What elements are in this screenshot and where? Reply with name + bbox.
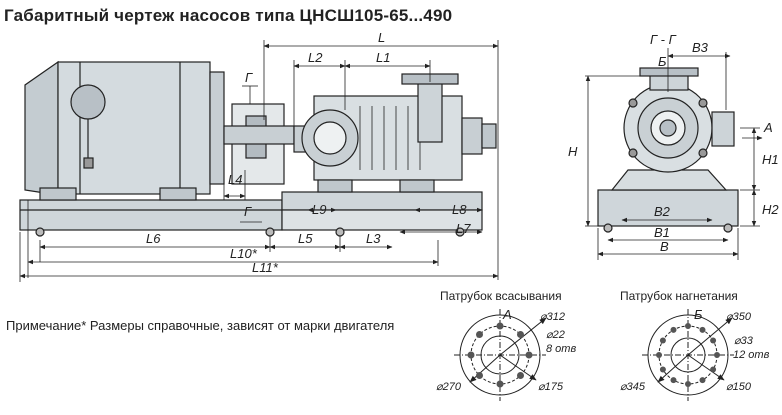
flange-discharge-holes: 12 отв	[733, 349, 770, 361]
flange-suction-d-outer: ⌀312	[540, 311, 565, 323]
view-mark-a: A	[763, 120, 773, 135]
flange-suction-d-hole: ⌀22	[546, 329, 565, 341]
flange-discharge: Патрубок нагнетания Б ⌀350 ⌀33 12 отв ⌀3…	[620, 289, 770, 401]
dim-L2: L2	[308, 50, 323, 65]
dim-L10: L10*	[230, 246, 258, 261]
discharge-pipe	[417, 81, 443, 143]
flange-discharge-d-bolt: ⌀345	[620, 381, 646, 393]
dim-H2: H2	[762, 202, 779, 217]
dim-L8: L8	[452, 202, 467, 217]
dim-L9: L9	[312, 202, 326, 217]
dim-L1: L1	[376, 50, 390, 65]
flange-discharge-d-outer: ⌀350	[726, 311, 752, 323]
flange-suction-title: Патрубок всасывания	[440, 289, 562, 303]
flange-suction-d-bolt: ⌀270	[436, 381, 462, 393]
dim-L11: L11*	[252, 260, 279, 275]
drawing-title: Габаритный чертеж насосов типа ЦНСШ105-6…	[4, 6, 453, 25]
view-mark-b: Б	[658, 54, 667, 69]
dim-B1: B1	[654, 225, 670, 240]
flange-suction-holes: 8 отв	[546, 343, 576, 355]
dim-L3: L3	[366, 231, 381, 246]
dim-B2: B2	[654, 204, 671, 219]
pump-bearing-right	[481, 123, 497, 149]
footnote: Примечание* Размеры справочные, зависят …	[6, 318, 395, 333]
flange-discharge-letter: Б	[694, 307, 703, 322]
flange-suction-letter: А	[502, 307, 512, 322]
side-view-dimensions	[19, 40, 499, 282]
section-mark-top: Г	[245, 70, 253, 85]
section-view-dimensions	[585, 48, 763, 260]
section-mark-mid: Г	[244, 204, 252, 219]
base-frame	[19, 199, 283, 231]
flange-suction-d-inner: ⌀175	[538, 381, 564, 393]
motor-body	[57, 61, 211, 195]
flange-suction: Патрубок всасывания А ⌀312 ⌀22 8 отв ⌀27…	[436, 289, 576, 401]
flange-discharge-d-hole: ⌀33	[734, 335, 754, 347]
dim-H: H	[568, 144, 578, 159]
dim-B3: B3	[692, 40, 709, 55]
dim-L: L	[378, 30, 385, 45]
dim-H1: H1	[762, 152, 779, 167]
dim-B: B	[660, 239, 669, 254]
dim-L5: L5	[298, 231, 313, 246]
motor-terminal-gauge	[70, 84, 106, 120]
dim-L6: L6	[146, 231, 161, 246]
side-view-labels: L L2 L1 Г L4 Г L9 L8 L7 L6 L5 L3 L10* L1…	[146, 30, 471, 275]
motor-end-cap	[24, 60, 59, 196]
section-title: Г - Г	[650, 32, 677, 47]
flange-discharge-title: Патрубок нагнетания	[620, 289, 738, 303]
flange-discharge-d-inner: ⌀150	[726, 381, 752, 393]
section-view-labels: Г - Г B3 Б H H1 H2 A B2 B1 B	[568, 32, 779, 254]
side-view	[19, 60, 497, 237]
dim-L7: L7	[456, 221, 471, 236]
dim-L4: L4	[228, 172, 242, 187]
